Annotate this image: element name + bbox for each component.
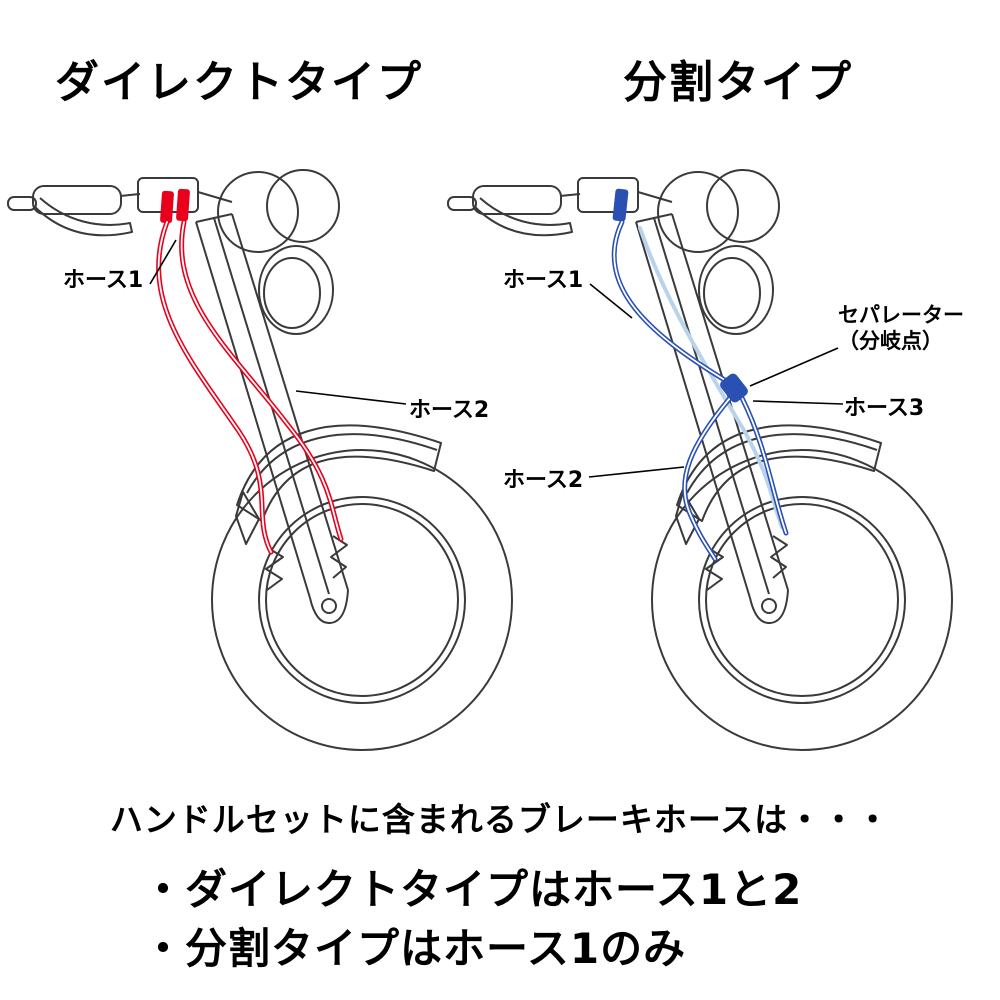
direct-hose-2-core xyxy=(180,221,342,540)
direct-hose-fitting-1 xyxy=(160,190,174,224)
split-hose3-label: ホース3 xyxy=(844,396,925,421)
split-hose-3-core xyxy=(741,397,787,534)
leader-separator xyxy=(749,347,839,387)
separator-label-line1: セパレーター xyxy=(838,303,964,327)
separator-label-line2: （分岐点） xyxy=(838,329,943,354)
leader-split-hose3 xyxy=(752,400,844,405)
split-hose-2-core xyxy=(683,397,731,560)
footer-bullet-split: ・分割タイプはホース1のみ xyxy=(142,924,687,973)
leader-split-hose1 xyxy=(589,283,633,319)
split-bike-outline xyxy=(447,169,953,751)
split-hose-fitting xyxy=(612,188,629,222)
direct-type-title: ダイレクトタイプ xyxy=(55,57,423,108)
leader-lines xyxy=(149,239,844,478)
footer-intro-text: ハンドルセットに含まれるブレーキホースは・・・ xyxy=(109,800,891,839)
direct-hose1-label: ホース1 xyxy=(63,268,144,293)
direct-bike-outline xyxy=(7,169,513,751)
direct-hose-1-core xyxy=(157,221,272,553)
split-hose-1-core xyxy=(613,221,729,383)
leader-direct-hose2 xyxy=(295,390,407,405)
leader-split-hose2 xyxy=(588,466,685,478)
separator-block xyxy=(720,373,748,403)
direct-hose-fitting-2 xyxy=(176,188,190,222)
split-hose-inner-line xyxy=(638,226,784,529)
split-hose1-label: ホース1 xyxy=(503,268,584,293)
split-type-title: 分割タイプ xyxy=(623,57,853,108)
direct-hoses xyxy=(156,188,344,555)
split-hoses xyxy=(611,188,789,562)
split-hose2-label: ホース2 xyxy=(503,468,584,493)
leader-direct-hose1 xyxy=(149,239,177,285)
separator-label: セパレーター （分岐点） xyxy=(838,302,964,355)
footer-bullet-direct: ・ダイレクトタイプはホース1と2 xyxy=(142,865,803,914)
direct-hose2-label: ホース2 xyxy=(409,398,490,423)
